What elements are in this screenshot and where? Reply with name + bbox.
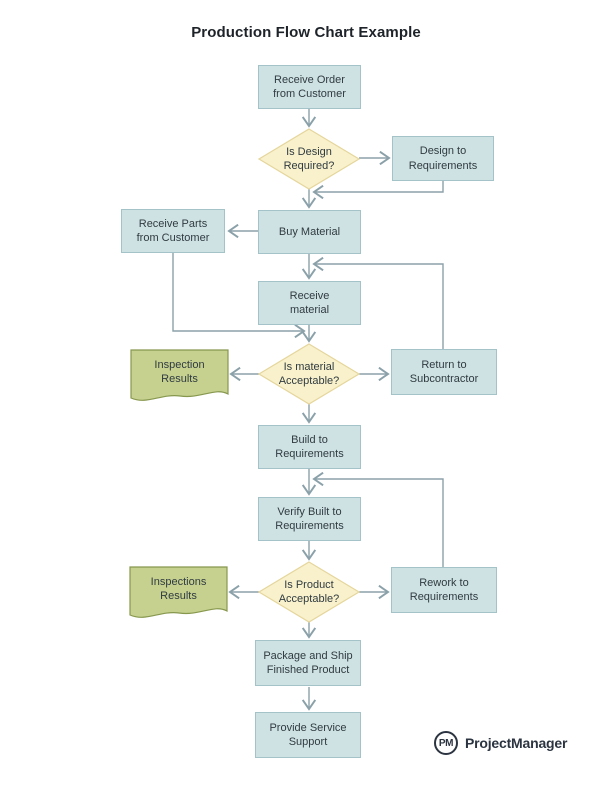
- node-receive-material: Receive material: [258, 281, 361, 325]
- document-shape-inspections-results: [129, 566, 228, 618]
- node-receive-parts: Receive Parts from Customer: [121, 209, 225, 253]
- node-package-and-ship: Package and Ship Finished Product: [255, 640, 361, 686]
- node-inspection-results: Inspection Results: [154, 358, 205, 385]
- brand-logo: PM ProjectManager: [434, 731, 567, 755]
- conn-receive-parts-loop: [172, 253, 306, 339]
- node-buy-material: Buy Material: [258, 210, 361, 254]
- node-rework-to-requirements: Rework to Requirements: [391, 567, 497, 613]
- decision-shape-is-material-acceptable: [257, 343, 361, 405]
- node-is-design-required: Is Design Required?: [283, 145, 335, 172]
- node-return-to-subcontractor: Return to Subcontractor: [391, 349, 497, 395]
- node-build-to-requirements: Build to Requirements: [258, 425, 361, 469]
- brand-name: ProjectManager: [465, 735, 568, 751]
- node-is-product-acceptable: Is Product Acceptable?: [278, 578, 340, 605]
- node-verify-built: Verify Built to Requirements: [258, 497, 361, 541]
- node-design-to-requirements: Design to Requirements: [392, 136, 494, 181]
- node-provide-service-support: Provide Service Support: [255, 712, 361, 758]
- conn-rework-loop: [312, 471, 444, 567]
- decision-shape-is-design-required: [257, 128, 361, 190]
- conn-return-loop: [312, 256, 444, 349]
- node-receive-order: Receive Order from Customer: [258, 65, 361, 109]
- brand-monogram-icon: PM: [434, 731, 458, 755]
- node-inspections-results: Inspections Results: [150, 575, 207, 602]
- chart-title: Production Flow Chart Example: [191, 24, 421, 41]
- node-is-material-acceptable: Is material Acceptable?: [278, 360, 340, 387]
- conn-design-feedback-loop: [312, 181, 444, 200]
- decision-shape-is-product-acceptable: [257, 561, 361, 623]
- document-shape-inspection-results: [130, 349, 229, 401]
